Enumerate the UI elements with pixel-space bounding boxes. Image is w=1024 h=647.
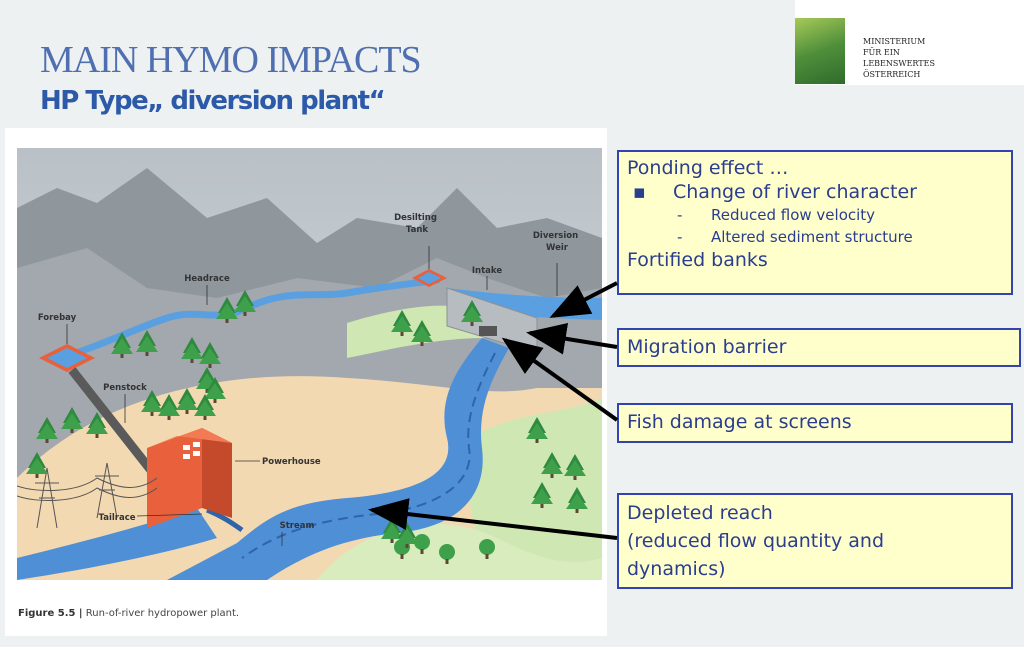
penstock-pipe bbox=[68, 367, 161, 481]
powerhouse-roof bbox=[147, 428, 232, 448]
river-centerline bbox=[241, 352, 496, 559]
ponding-bullet-text: Change of river character bbox=[673, 181, 917, 203]
callout-fish-damage: Fish damage at screens bbox=[617, 403, 1013, 443]
ponding-heading: Ponding effect … bbox=[627, 157, 789, 179]
slide-subtitle: HP Type„ diversion plant“ bbox=[40, 86, 386, 116]
label-forebay: Forebay bbox=[38, 313, 77, 323]
label-headrace: Headrace bbox=[184, 274, 230, 284]
label-diversion-weir-line: Weir bbox=[546, 243, 569, 253]
sub-bullet-mark: - bbox=[677, 206, 683, 224]
hydropower-illustration: Desilting Tank Diversion Weir Intake Hea… bbox=[17, 148, 602, 580]
main-river bbox=[167, 338, 509, 580]
forebay-water bbox=[47, 348, 87, 368]
label-diversion-weir: Diversion Weir bbox=[533, 231, 581, 253]
label-diversion-weir-line: Diversion bbox=[533, 231, 578, 241]
ponding-sub-text: Altered sediment structure bbox=[711, 228, 913, 246]
power-lines bbox=[17, 462, 158, 529]
callout-depleted-reach: Depleted reach (reduced flow quantity an… bbox=[617, 493, 1013, 589]
label-powerhouse: Powerhouse bbox=[262, 457, 321, 467]
ponding-bullet: ▪ Change of river character bbox=[627, 180, 1003, 204]
logo-text: MINISTERIUM FÜR EIN LEBENSWERTES ÖSTERRE… bbox=[863, 36, 1023, 80]
label-tailrace: Tailrace bbox=[99, 513, 136, 523]
figure-panel: Desilting Tank Diversion Weir Intake Hea… bbox=[5, 128, 607, 636]
arrow-migration bbox=[526, 322, 618, 355]
label-desilting-tank: Desilting Tank bbox=[394, 213, 440, 235]
sub-bullet-mark: - bbox=[677, 228, 683, 246]
logo-line: LEBENSWERTES bbox=[863, 59, 935, 68]
tailrace-channel bbox=[206, 507, 244, 533]
logo-line: FÜR EIN bbox=[863, 48, 900, 57]
logo-line: MINISTERIUM bbox=[863, 37, 926, 46]
powerhouse-windows bbox=[183, 442, 200, 459]
logo-mark bbox=[795, 18, 845, 84]
label-penstock: Penstock bbox=[103, 383, 147, 393]
logo-line: ÖSTERREICH bbox=[863, 70, 921, 79]
depleted-line: (reduced flow quantity and bbox=[627, 530, 885, 552]
label-stream: Stream bbox=[280, 521, 315, 531]
bullet-mark: ▪ bbox=[633, 181, 646, 203]
powerhouse-front bbox=[147, 428, 202, 528]
ponding-sub-bullet: - Altered sediment structure bbox=[627, 226, 1003, 248]
callout-ponding-effect: Ponding effect … ▪ Change of river chara… bbox=[617, 150, 1013, 295]
slide-title: MAIN HYMO IMPACTS bbox=[40, 39, 422, 81]
caption-text: Run-of-river hydropower plant. bbox=[85, 608, 240, 619]
caption-number: Figure 5.5 | bbox=[18, 608, 83, 619]
arrow-depleted bbox=[368, 498, 618, 540]
label-desilting-tank-line: Desilting bbox=[394, 213, 437, 223]
depleted-line: Depleted reach bbox=[627, 502, 773, 524]
arrow-fish bbox=[501, 337, 619, 422]
depleted-line: dynamics) bbox=[627, 558, 726, 580]
ministry-logo: MINISTERIUM FÜR EIN LEBENSWERTES ÖSTERRE… bbox=[795, 0, 1024, 85]
callout-migration-barrier: Migration barrier bbox=[617, 328, 1021, 367]
label-desilting-tank-line: Tank bbox=[406, 225, 428, 235]
figure-caption: Figure 5.5 | Run-of-river hydropower pla… bbox=[18, 608, 239, 619]
component-labels: Desilting Tank Diversion Weir Intake Hea… bbox=[38, 213, 581, 531]
ponding-sub-text: Reduced flow velocity bbox=[711, 206, 876, 224]
label-intake: Intake bbox=[472, 266, 502, 276]
desilting-water bbox=[418, 272, 441, 284]
ponding-footer: Fortified banks bbox=[627, 249, 768, 271]
hill-right bbox=[457, 398, 602, 580]
intake-screens bbox=[479, 326, 497, 336]
ponding-sub-bullet: - Reduced flow velocity bbox=[627, 204, 1003, 226]
powerhouse-side bbox=[202, 428, 232, 518]
arrow-ponding bbox=[549, 281, 618, 318]
tailrace-river bbox=[17, 508, 217, 580]
